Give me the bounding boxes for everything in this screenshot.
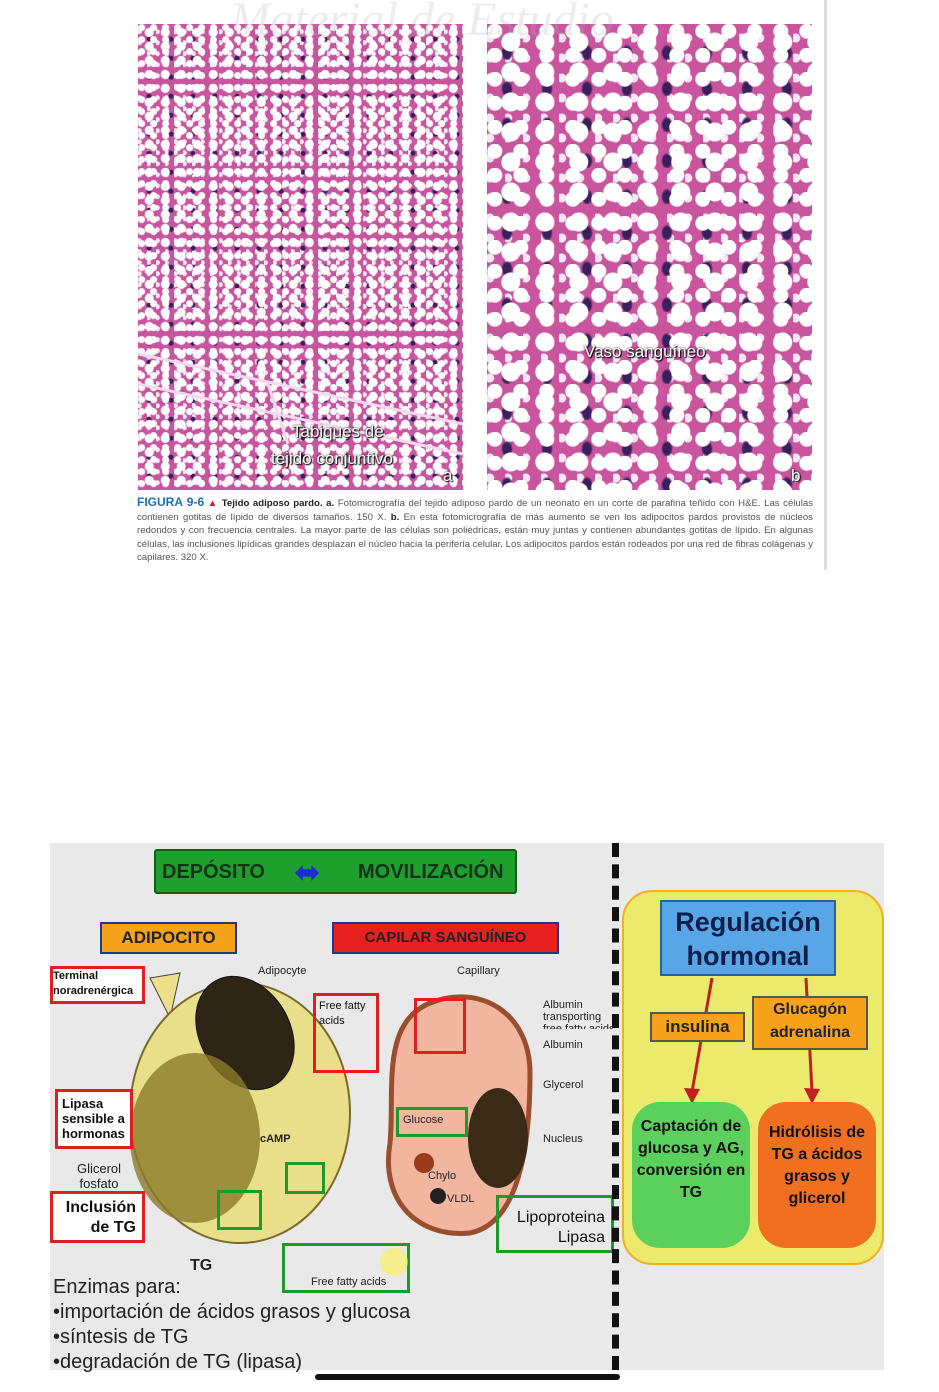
enzimas-item: •degradación de TG (lipasa) (53, 1351, 302, 1373)
hidrolisis-box: Hidrólisis de TG a ácidos grasos y glice… (758, 1102, 876, 1248)
caption-b: En esta fotomicrografía de más aumento s… (137, 511, 813, 564)
label-vaso-sanguineo: Vaso sanguíneo (584, 342, 706, 361)
panel-letter-b: b (791, 466, 801, 485)
micrograph-b: Vaso sanguíneo b (487, 24, 812, 490)
captacion-box: Captación de glucosa y AG, conversión en… (632, 1102, 750, 1248)
label-chylo: Chylo (428, 1170, 457, 1182)
micrograph-a: Tabiques de tejido conjuntivo a (138, 24, 463, 490)
label-adipocyte: Adipocyte (258, 965, 307, 977)
label-vldl: VLDL (447, 1193, 475, 1205)
label-glucagon: Glucagón adrenalina (752, 996, 868, 1050)
header-deposito: DEPÓSITO (162, 861, 265, 883)
adrenalina-text: adrenalina (769, 1024, 851, 1041)
enzimas-title: Enzimas para: (53, 1276, 181, 1298)
home-indicator[interactable] (315, 1374, 620, 1380)
label-insulina: insulina (650, 1012, 745, 1042)
label-tejido-conjuntivo: tejido conjuntivo (271, 449, 393, 468)
label-glycerol: Glycerol (543, 1079, 584, 1091)
adipocyte-diagram (129, 972, 533, 1244)
label-nucleus: Nucleus (543, 1133, 583, 1145)
page-edge (824, 0, 827, 570)
regulacion-title-2: hormonal (686, 941, 810, 971)
label-inclusion-tg: Inclusión de TG (50, 1191, 145, 1243)
label-ffa-bottom: Free fatty acids (282, 1243, 410, 1293)
label-ffa-top: Free fatty acids (313, 993, 379, 1073)
label-lipasa-sensible: Lipasa sensible a hormonas (55, 1089, 133, 1149)
figure-caption: FIGURA 9-6 ▲ Tejido adiposo pardo. a. Fo… (137, 495, 814, 564)
label-capillary: Capillary (457, 965, 500, 977)
label-terminal: Terminal noradrenérgica (50, 966, 145, 1004)
marker-a: a. (326, 498, 335, 509)
glucagon-text: Glucagón (773, 1001, 847, 1018)
enzimas-item: •importación de ácidos grasos y glucosa (53, 1301, 411, 1323)
regulacion-title: Regulación hormonal (660, 900, 836, 976)
tg-box (217, 1190, 262, 1230)
label-glucose: Glucose (396, 1107, 468, 1137)
header-bar: DEPÓSITO ⬌ MOVILIZACIÓN (154, 849, 517, 894)
label-tabiques: Tabiques de (292, 422, 384, 441)
cursor-highlight (380, 1248, 408, 1276)
marker-b: b. (390, 511, 400, 523)
double-arrow-icon: ⬌ (294, 854, 321, 890)
label-camp: cAMP (260, 1133, 291, 1145)
label-albumin-transport: Albumin transporting free fatty acids (543, 999, 615, 1029)
divider-dashed (612, 843, 619, 1370)
label-tg: TG (190, 1257, 213, 1274)
label-capilar: CAPILAR SANGUÍNEO (332, 922, 559, 954)
header-movilizacion: MOVILIZACIÓN (358, 861, 504, 883)
label-albumin: Albumin (543, 1039, 583, 1051)
slide: DEPÓSITO ⬌ MOVILIZACIÓN ADIPOCITO CAPILA… (50, 843, 884, 1373)
panel-letter-a: a (443, 466, 453, 485)
regulacion-title-1: Regulación (675, 907, 821, 937)
label-adipocito: ADIPOCITO (100, 922, 237, 954)
label-glicerol-fosfato: Glicerol fosfato (76, 1161, 122, 1191)
enzimas-item: •síntesis de TG (53, 1326, 189, 1348)
figure-number: FIGURA 9-6 (137, 495, 205, 509)
figure-title: Tejido adiposo pardo. (221, 498, 323, 509)
label-lipoproteina-lipasa: Lipoproteina Lipasa (496, 1195, 614, 1253)
caption-a: Fotomicrografía del tejido adiposo pardo… (137, 498, 814, 523)
albumin-box (414, 998, 466, 1054)
glicerol-box (285, 1162, 325, 1194)
watermark: Material de Estudio (230, 0, 614, 46)
regulacion-panel: Regulación hormonal insulina Glucagón ad… (622, 890, 884, 1265)
